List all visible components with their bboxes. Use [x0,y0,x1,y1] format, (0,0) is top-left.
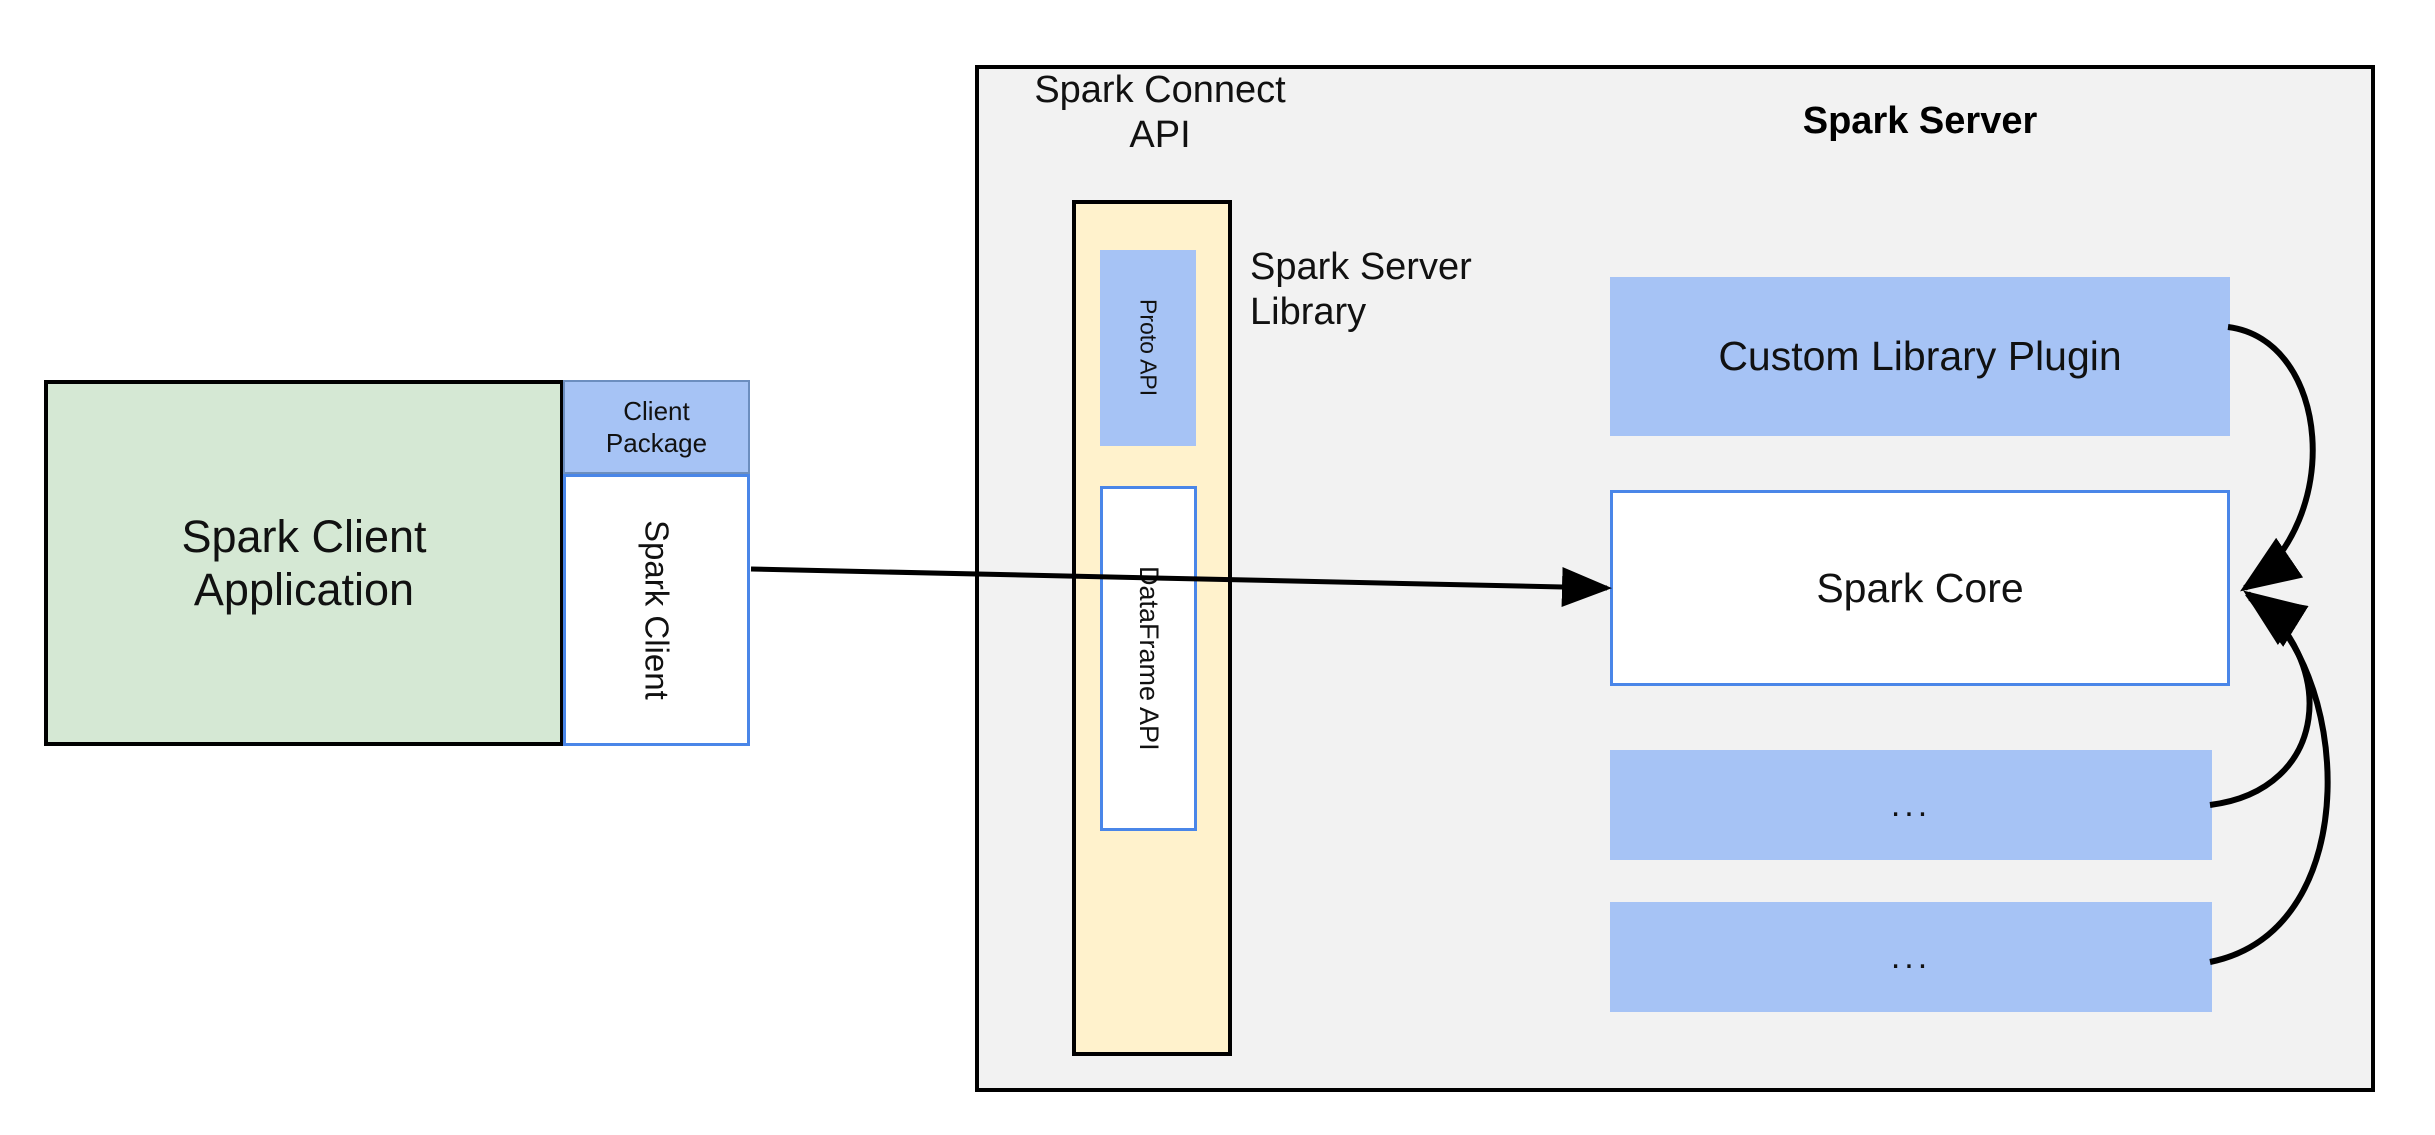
spark-client-box: Spark Client [563,474,750,746]
spark-core-box: Spark Core [1610,490,2230,686]
custom-library-plugin-label: Custom Library Plugin [1718,333,2122,379]
client-app-line2: Application [193,564,415,615]
connect-api-title-line1: Spark Connect [1034,69,1286,111]
server-library-title-line1: Spark Server [1250,246,1472,288]
dataframe-api-label: DataFrame API [1134,566,1164,751]
ellipsis-box-1: ... [1610,750,2212,860]
client-package-box: Client Package [563,380,750,474]
client-package-line2: Package [605,428,708,458]
client-package-line1: Client [623,395,690,426]
proto-api-box: Proto API [1100,250,1196,446]
spark-server-library-title: Spark Server Library [1250,245,1630,335]
client-app-line1: Spark Client [181,510,427,562]
spark-client-application-box: Spark Client Application [44,380,564,746]
ellipsis-label-2: ... [1890,937,1932,976]
spark-client-label: Spark Client [638,520,676,700]
spark-client-application-label: Spark Client Application [181,510,426,616]
spark-server-title: Spark Server [1802,100,2038,142]
server-library-title-line2: Library [1250,290,1367,333]
spark-core-label: Spark Core [1816,564,2024,611]
connect-api-title-line2: API [1129,113,1191,156]
ellipsis-label-1: ... [1890,785,1932,824]
spark-connect-api-title: Spark Connect API [1010,68,1310,158]
dataframe-api-box: DataFrame API [1100,486,1197,831]
ellipsis-box-2: ... [1610,902,2212,1012]
custom-library-plugin-box: Custom Library Plugin [1610,277,2230,436]
proto-api-label: Proto API [1135,299,1162,397]
client-package-label: Client Package [606,395,707,460]
